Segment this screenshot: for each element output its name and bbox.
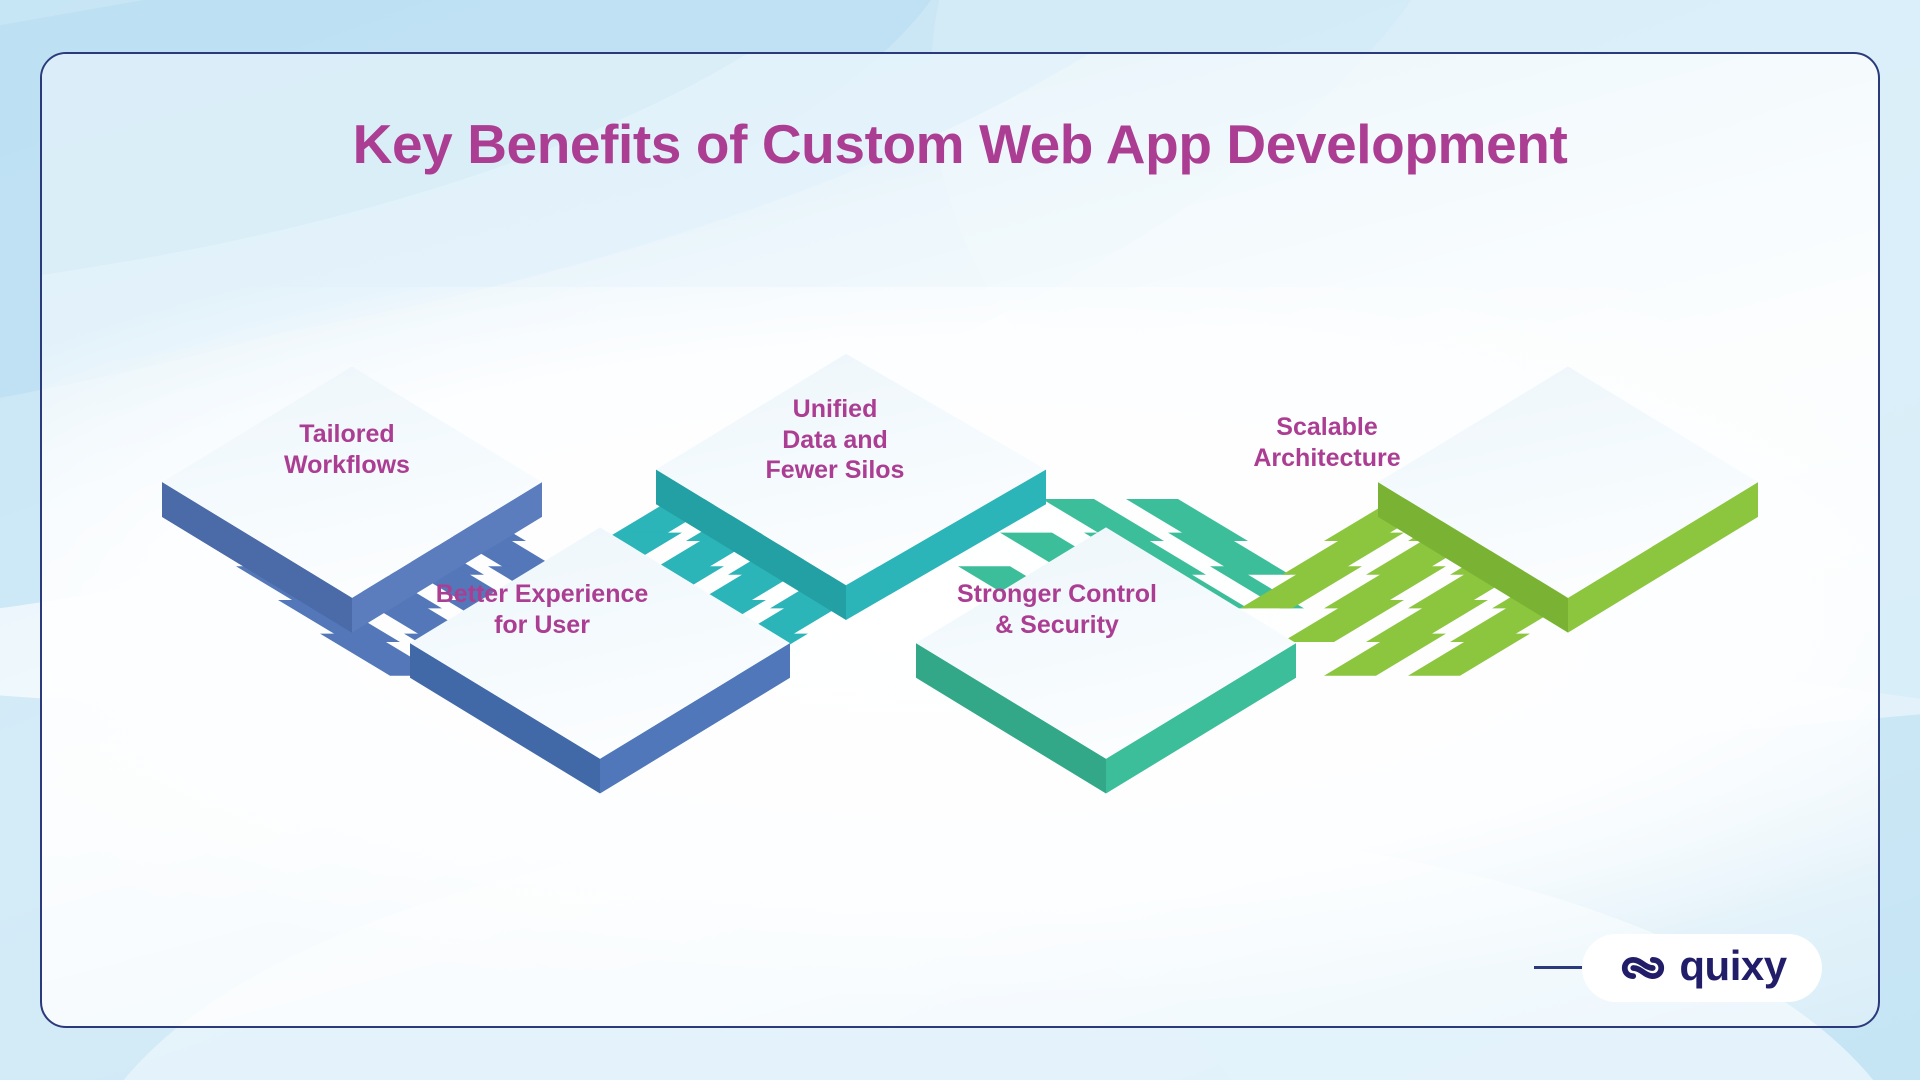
benefits-chevron-diagram: Tailored Workflows Better Experience for… <box>42 54 1878 1026</box>
page-title: Key Benefits of Custom Web App Developme… <box>352 113 1568 175</box>
quixy-logo[interactable]: quixy <box>1582 934 1822 1002</box>
chevron-diagram-svg <box>162 353 1758 794</box>
quixy-infinity-loop-icon <box>1622 957 1665 979</box>
quixy-wordmark: quixy <box>1679 942 1787 989</box>
infographic-card: Key Benefits of Custom Web App Developme… <box>40 52 1880 1028</box>
